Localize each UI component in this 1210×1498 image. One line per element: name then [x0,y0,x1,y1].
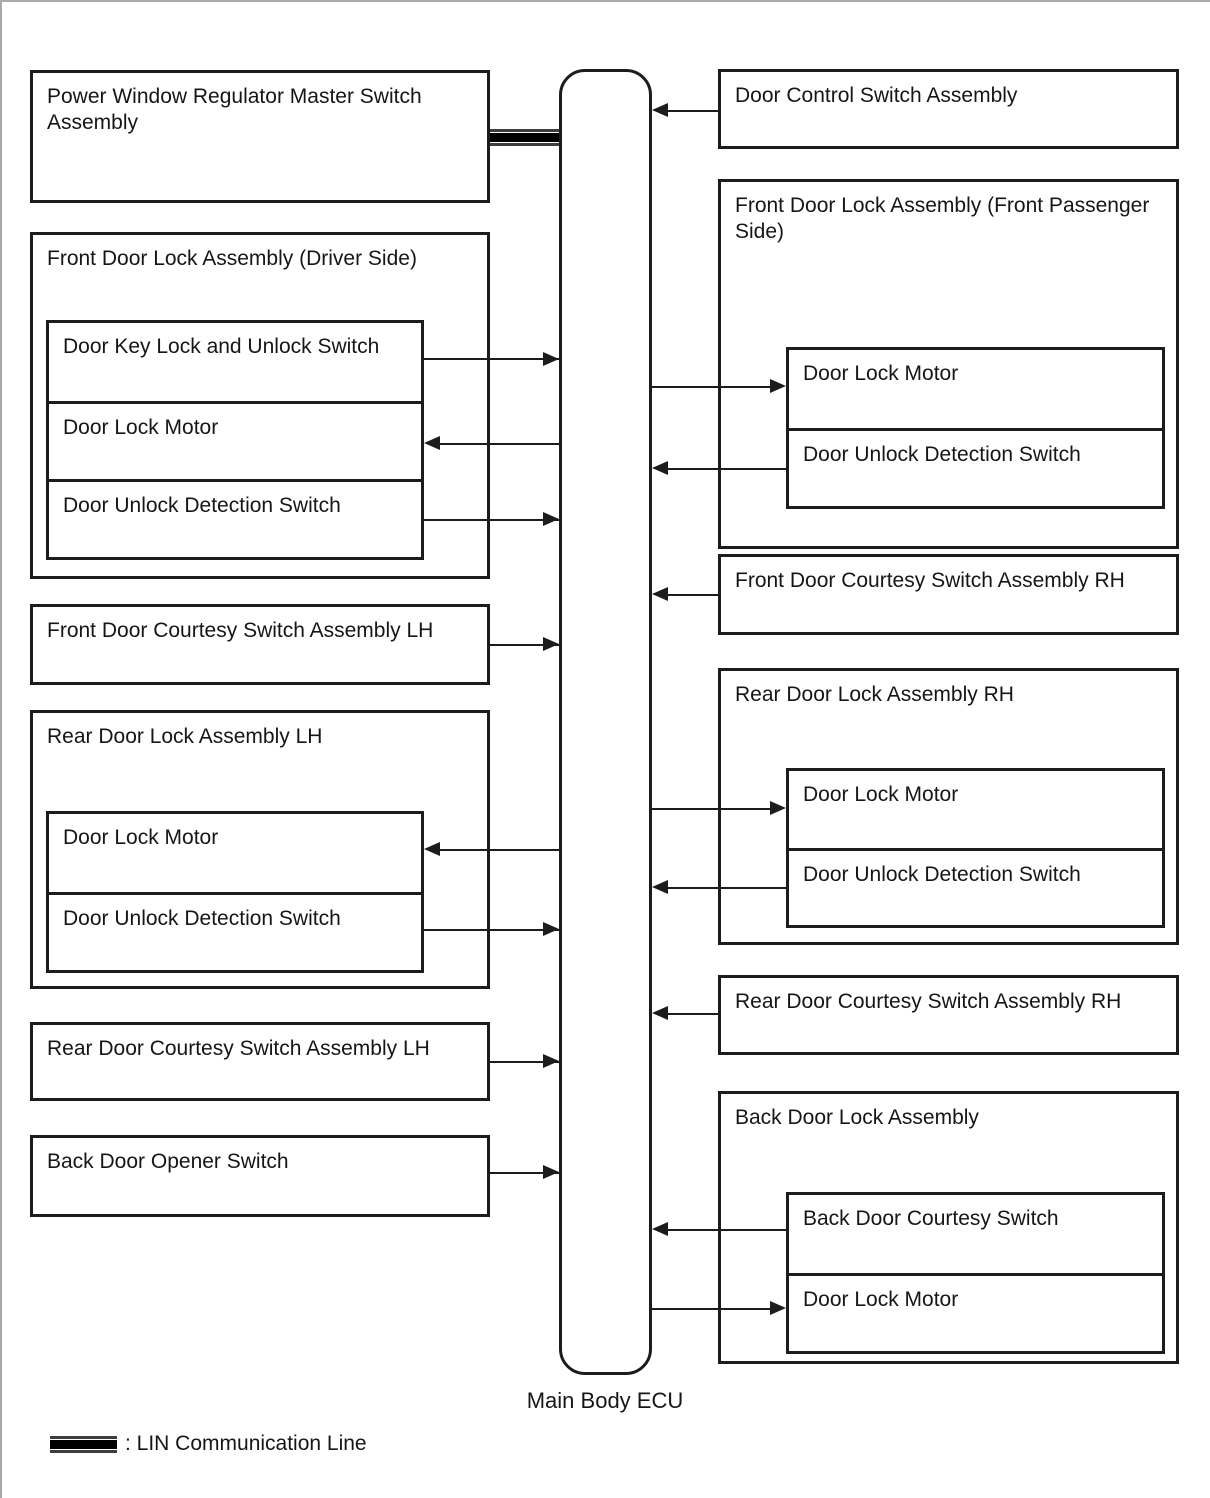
wire-ecu-to-rear-rh-door-lock-motor [652,808,770,810]
component-label: Door Lock Motor [803,783,959,806]
stack-back-door-lock-components: Back Door Courtesy Switch Door Lock Moto… [786,1192,1165,1354]
wire-back-door-opener-to-ecu [490,1172,559,1174]
arrow-left-icon [652,103,668,117]
box-label: Door Control Switch Assembly [735,84,1018,107]
arrow-right-icon [543,1165,559,1179]
wire-door-control-switch-to-ecu [668,110,718,112]
wire-back-door-courtesy-to-ecu [668,1229,786,1231]
stack-front-door-lock-driver-components: Door Key Lock and Unlock Switch Door Loc… [46,320,424,560]
component-label: Door Lock Motor [803,1288,959,1311]
box-label: Back Door Lock Assembly [735,1106,979,1129]
component-door-unlock-detection-switch: Door Unlock Detection Switch [789,848,1162,925]
component-label: Door Lock Motor [63,416,219,439]
arrow-left-icon [424,436,440,450]
wire-front-courtesy-lh-to-ecu [490,644,559,646]
arrow-right-icon [770,801,786,815]
arrow-right-icon [543,1054,559,1068]
component-label: Door Key Lock and Unlock Switch [63,335,380,358]
lin-communication-line-swatch-icon [50,1436,117,1453]
component-door-lock-motor: Door Lock Motor [789,771,1162,848]
arrow-right-icon [543,512,559,526]
wire-ecu-to-passenger-door-lock-motor [652,386,770,388]
box-front-door-courtesy-switch-assembly-rh: Front Door Courtesy Switch Assembly RH [718,554,1179,635]
component-door-unlock-detection-switch: Door Unlock Detection Switch [49,892,421,970]
box-rear-door-courtesy-switch-assembly-lh: Rear Door Courtesy Switch Assembly LH [30,1022,490,1101]
component-door-lock-motor: Door Lock Motor [49,814,421,892]
arrow-left-icon [652,880,668,894]
component-label: Door Unlock Detection Switch [63,907,341,930]
component-door-unlock-detection-switch: Door Unlock Detection Switch [49,479,421,557]
box-label: Back Door Opener Switch [47,1150,289,1173]
box-back-door-opener-switch: Back Door Opener Switch [30,1135,490,1217]
wire-ecu-to-back-door-lock-motor [652,1308,770,1310]
box-label: Rear Door Courtesy Switch Assembly RH [735,990,1122,1013]
component-label: Door Unlock Detection Switch [803,443,1081,466]
wire-door-key-switch-to-ecu [424,358,559,360]
component-label: Door Unlock Detection Switch [803,863,1081,886]
box-label: Front Door Lock Assembly (Driver Side) [47,247,417,270]
component-label: Door Lock Motor [63,826,219,849]
arrow-left-icon [424,842,440,856]
box-front-door-courtesy-switch-assembly-lh: Front Door Courtesy Switch Assembly LH [30,604,490,685]
arrow-right-icon [770,379,786,393]
lin-communication-line [490,129,559,146]
arrow-left-icon [652,1006,668,1020]
arrow-right-icon [543,922,559,936]
wire-front-courtesy-rh-to-ecu [668,594,718,596]
box-label: Rear Door Lock Assembly RH [735,683,1014,706]
arrow-left-icon [652,1222,668,1236]
wire-passenger-unlock-switch-to-ecu [668,468,786,470]
box-label: Rear Door Lock Assembly LH [47,725,323,748]
box-label: Rear Door Courtesy Switch Assembly LH [47,1037,430,1060]
arrow-right-icon [543,637,559,651]
stack-front-door-lock-passenger-components: Door Lock Motor Door Unlock Detection Sw… [786,347,1165,509]
wire-rear-lh-unlock-switch-to-ecu [424,929,559,931]
stack-rear-door-lock-lh-components: Door Lock Motor Door Unlock Detection Sw… [46,811,424,973]
arrow-right-icon [543,352,559,366]
box-label: Front Door Courtesy Switch Assembly LH [47,619,434,642]
arrow-left-icon [652,461,668,475]
box-label: Front Door Courtesy Switch Assembly RH [735,569,1125,592]
wire-ecu-to-rear-lh-door-lock-motor [440,849,559,851]
arrow-left-icon [652,587,668,601]
component-label: Door Lock Motor [803,362,959,385]
component-door-key-lock-and-unlock-switch: Door Key Lock and Unlock Switch [49,323,421,401]
component-back-door-courtesy-switch: Back Door Courtesy Switch [789,1195,1162,1273]
box-rear-door-courtesy-switch-assembly-rh: Rear Door Courtesy Switch Assembly RH [718,975,1179,1055]
component-label: Back Door Courtesy Switch [803,1207,1059,1230]
stack-rear-door-lock-rh-components: Door Lock Motor Door Unlock Detection Sw… [786,768,1165,928]
component-door-lock-motor: Door Lock Motor [789,350,1162,428]
component-door-unlock-detection-switch: Door Unlock Detection Switch [789,428,1162,506]
component-door-lock-motor: Door Lock Motor [49,401,421,479]
legend-lin-communication-line-label: : LIN Communication Line [125,1432,367,1455]
main-body-ecu-block [559,69,652,1375]
box-door-control-switch-assembly: Door Control Switch Assembly [718,69,1179,149]
arrow-right-icon [770,1301,786,1315]
wire-rear-courtesy-lh-to-ecu [490,1061,559,1063]
wire-rear-rh-unlock-switch-to-ecu [668,887,786,889]
box-power-window-regulator-master-switch-assembly: Power Window Regulator Master Switch Ass… [30,70,490,203]
box-label: Power Window Regulator Master Switch Ass… [47,85,422,135]
wire-driver-unlock-switch-to-ecu [424,519,559,521]
component-label: Door Unlock Detection Switch [63,494,341,517]
main-body-ecu-label: Main Body ECU [526,1388,684,1413]
component-door-lock-motor: Door Lock Motor [789,1273,1162,1351]
wire-rear-courtesy-rh-to-ecu [668,1013,718,1015]
wire-ecu-to-driver-door-lock-motor [440,443,559,445]
box-label: Front Door Lock Assembly (Front Passenge… [735,194,1150,244]
